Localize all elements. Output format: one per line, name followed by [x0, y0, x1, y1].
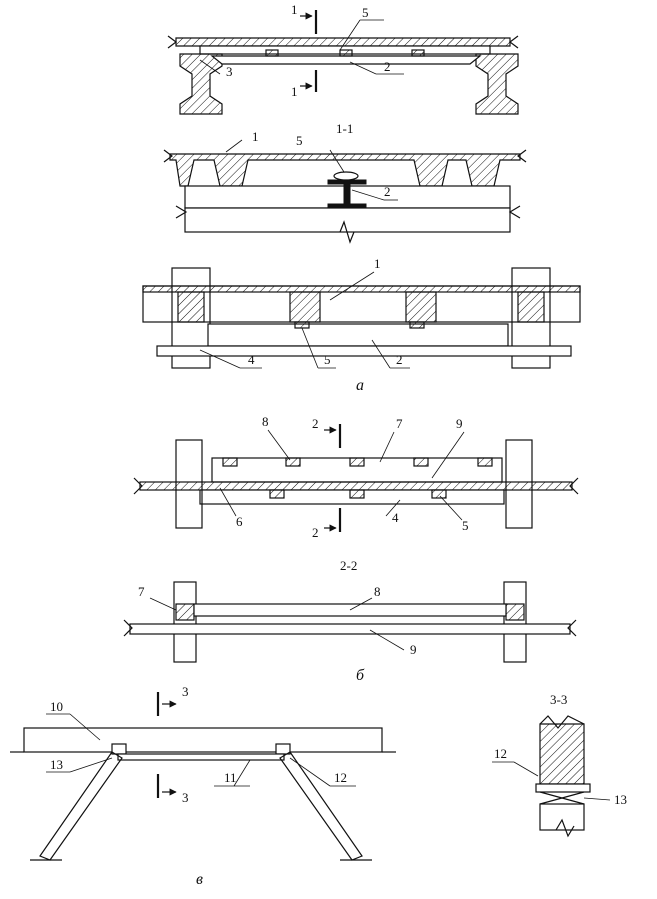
- callout-13-33: 13: [614, 792, 627, 807]
- section-title-1-1: 1-1: [336, 121, 353, 136]
- leader-3: [199, 59, 221, 75]
- beam-9-plan: [129, 623, 571, 635]
- column-left: [171, 267, 211, 369]
- section-2-2: 2-2 7 8 9 б: [123, 558, 577, 684]
- callout-10: 10: [50, 699, 63, 714]
- break-mark-bottom: [339, 220, 355, 244]
- view-a-elevation: 1 1 5 2 3: [167, 2, 519, 115]
- cut-label-3-top: 3: [182, 684, 189, 699]
- view-c-elevation: 3 3 10 13 11 12 в: [10, 684, 396, 888]
- i-beam-section: [327, 179, 367, 209]
- beam-11: [117, 753, 285, 761]
- callout-7: 7: [396, 416, 403, 431]
- callout-6: 6: [236, 514, 243, 529]
- callout-2-long: 2: [396, 352, 403, 367]
- rib-2: [289, 291, 321, 323]
- callout-2-section: 2: [384, 184, 391, 199]
- section-title-2-2: 2-2: [340, 558, 357, 573]
- callout-13: 13: [50, 757, 63, 772]
- deck-slab: [175, 37, 511, 47]
- beam-2-longitudinal: [207, 323, 509, 347]
- callout-3: 3: [226, 64, 233, 79]
- cut-label-1-bottom: 1: [291, 84, 298, 99]
- callout-9-22: 9: [410, 642, 417, 657]
- slab-top-layer: [142, 285, 581, 293]
- callout-7-22: 7: [138, 584, 145, 599]
- view-a-longitudinal: 1 4 5 2 а: [142, 256, 581, 394]
- section-3-3: 3-3 12 13: [492, 692, 627, 838]
- support-wall: [184, 207, 511, 233]
- callout-4-b: 4: [392, 510, 399, 525]
- caption-c: в: [196, 871, 203, 888]
- break-mark-right: [509, 35, 519, 49]
- column-b-right: [505, 439, 533, 529]
- callout-5-section: 5: [296, 133, 303, 148]
- callout-4: 4: [248, 352, 255, 367]
- leader-2: [349, 61, 377, 75]
- slab-column-section: [539, 723, 585, 785]
- column-22-right: [503, 581, 527, 663]
- caption-a: а: [356, 377, 364, 394]
- column-22-left: [173, 581, 197, 663]
- caption-b: б: [356, 667, 365, 684]
- callout-2: 2: [384, 59, 391, 74]
- callout-12: 12: [334, 770, 347, 785]
- slab-b: [139, 481, 573, 491]
- column-right: [511, 267, 551, 369]
- strut-right: [279, 751, 363, 861]
- slab-10: [23, 727, 383, 753]
- column-b-left: [175, 439, 203, 529]
- callout-5: 5: [362, 5, 369, 20]
- section-1-1: 1-1 1 5 2: [163, 121, 527, 244]
- ribbed-slab-section: [169, 153, 521, 187]
- callout-9: 9: [456, 416, 463, 431]
- callout-1: 1: [252, 129, 259, 144]
- cut-label-2-bottom: 2: [312, 525, 319, 540]
- view-b-elevation: 2 2 8 7 9 6 4 5: [133, 414, 579, 540]
- callout-8: 8: [262, 414, 269, 429]
- break-mark-left: [167, 35, 177, 49]
- callout-8-22: 8: [374, 584, 381, 599]
- pad-3: [411, 49, 425, 57]
- pad-2: [339, 49, 353, 57]
- column-support-right: [475, 53, 519, 115]
- callout-12-33: 12: [494, 746, 507, 761]
- cut-label-3-bottom: 3: [182, 790, 189, 805]
- callout-5-b: 5: [462, 518, 469, 533]
- callout-11: 11: [224, 770, 237, 785]
- rib-3: [405, 291, 437, 323]
- rib-4: [517, 291, 545, 323]
- leader-5: [339, 19, 361, 51]
- cut-label-1-top: 1: [291, 2, 298, 17]
- rib-1: [177, 291, 205, 323]
- steel-beam: [210, 55, 482, 65]
- cut-label-2-top: 2: [312, 416, 319, 431]
- column-support-left: [179, 53, 223, 115]
- ledge-4: [156, 345, 572, 357]
- callout-1-long: 1: [374, 256, 381, 271]
- pad-5-section: [333, 171, 359, 181]
- bearing-plate: [535, 783, 591, 793]
- pad-1: [265, 49, 279, 57]
- section-title-3-3: 3-3: [550, 692, 567, 707]
- callout-5-long: 5: [324, 352, 331, 367]
